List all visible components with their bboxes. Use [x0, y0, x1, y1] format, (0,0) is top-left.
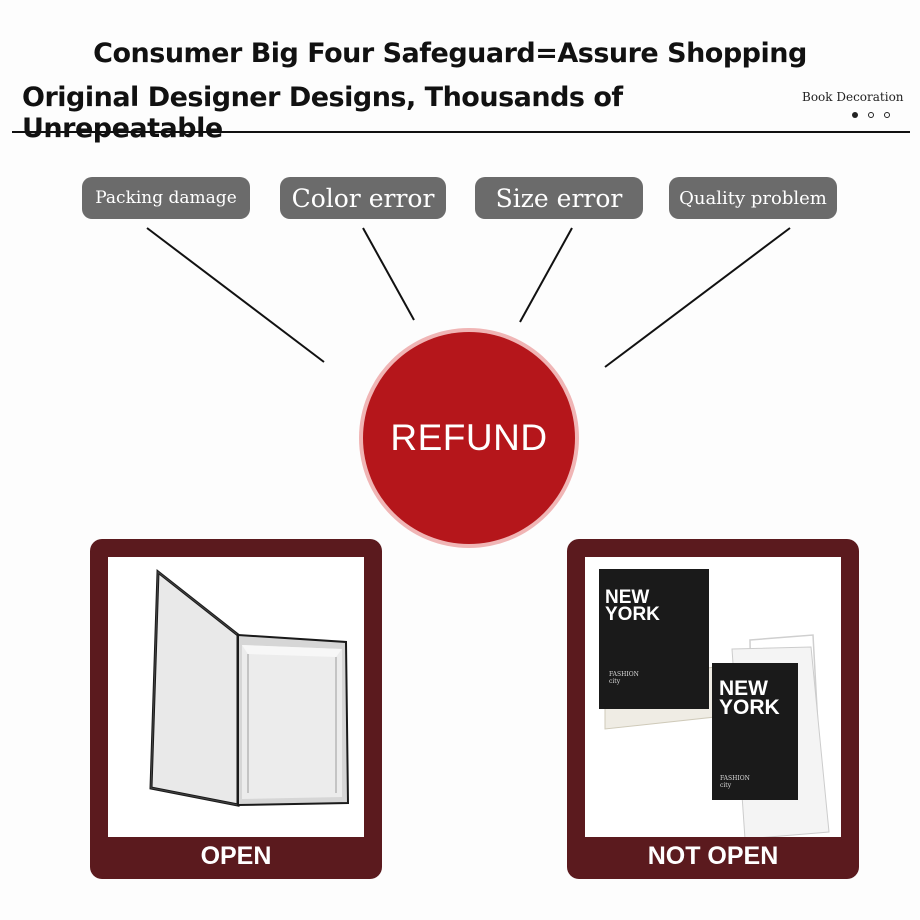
closed-books-image: NEW YORK FASHION city NEW YORK FASHION c…	[585, 557, 841, 837]
open-box-illustration	[149, 568, 350, 807]
reason-tag-quality-problem: Quality problem	[669, 177, 837, 219]
open-box-image	[108, 557, 364, 837]
not-open-label: NOT OPEN	[647, 842, 779, 870]
reason-tag-packing-damage: Packing damage	[82, 177, 250, 219]
dot-outline[interactable]	[884, 112, 890, 118]
refund-label: REFUND	[390, 417, 548, 458]
reason-tag-color-error: Color error	[280, 177, 446, 219]
book-subtitle: FASHION city	[609, 671, 639, 685]
book-decoration-label: Book Decoration	[802, 90, 904, 104]
book-large: NEW YORK FASHION city	[599, 569, 709, 709]
reason-tag-size-error: Size error	[475, 177, 643, 219]
book-subtitle: FASHION city	[720, 775, 750, 789]
dot-filled[interactable]	[852, 112, 858, 118]
headline-line-2: Original Designer Designs, Thousands of …	[22, 82, 623, 144]
carousel-dots	[852, 112, 890, 118]
book-small: NEW YORK FASHION city	[712, 663, 798, 800]
book-title: NEW YORK	[605, 587, 660, 626]
connector-line	[519, 227, 573, 323]
book-title: NEW YORK	[719, 677, 780, 720]
dot-outline[interactable]	[868, 112, 874, 118]
header-divider	[12, 131, 910, 133]
connector-line	[362, 227, 415, 321]
open-panel: OPEN	[90, 539, 382, 879]
connector-line	[604, 227, 791, 368]
not-open-panel: NEW YORK FASHION city NEW YORK FASHION c…	[567, 539, 859, 879]
connector-line	[146, 227, 325, 363]
headline-line-1: Consumer Big Four Safeguard=Assure Shopp…	[93, 38, 807, 69]
refund-badge: REFUND	[363, 332, 575, 544]
open-label: OPEN	[200, 842, 272, 870]
